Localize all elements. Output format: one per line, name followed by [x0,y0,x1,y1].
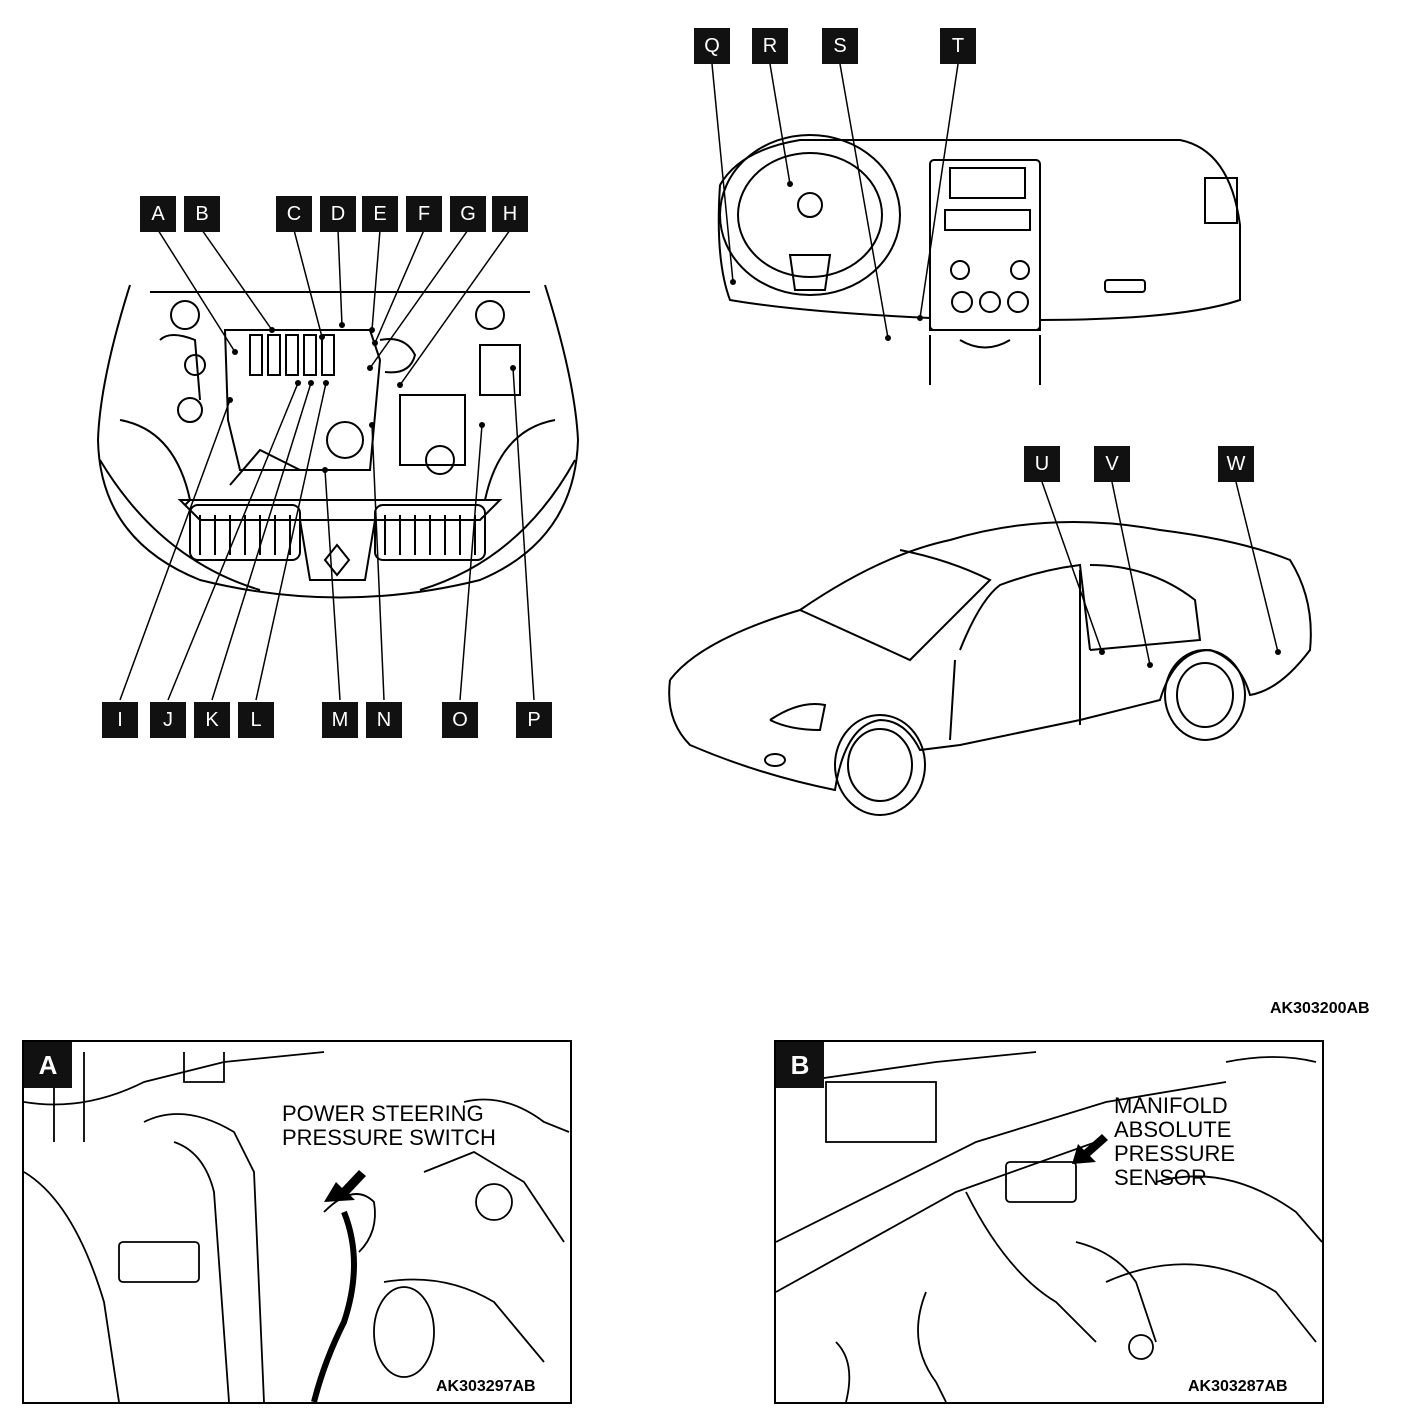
callout-h: H [492,196,528,232]
callout-i: I [102,702,138,738]
callout-o: O [442,702,478,738]
panel-b-arrow-icon [1072,1134,1108,1164]
panel-b-photo-art [776,1051,1322,1402]
callout-s: S [822,28,858,64]
detail-panel-a: A POWER STEERING PRESSURE SWITCH AK30329… [22,1040,572,1404]
panel-a-photo-art [24,1051,570,1402]
panel-b-label-line3: PRESSURE [1114,1141,1236,1166]
callout-m: M [322,702,358,738]
callout-e: E [362,196,398,232]
callout-c: C [276,196,312,232]
callout-p: P [516,702,552,738]
callout-r: R [752,28,788,64]
dashboard-drawing [717,134,1241,385]
figure-code-main: AK303200AB [1270,1000,1370,1017]
callout-f: F [406,196,442,232]
panel-a-label-line1: POWER STEERING [282,1101,484,1126]
panel-b-badge: B [776,1042,824,1088]
leader-dots [227,181,1281,668]
engine-bay-drawing [96,284,580,599]
callout-w: W [1218,446,1254,482]
callout-l: L [238,702,274,738]
panel-a-code: AK303297AB [436,1378,536,1395]
callout-b: B [184,196,220,232]
callout-d: D [320,196,356,232]
callout-q: Q [694,28,730,64]
leader-lines [119,63,1279,701]
callout-v: V [1094,446,1130,482]
panel-b-label-line4: SENSOR [1114,1165,1207,1190]
callout-n: N [366,702,402,738]
callout-t: T [940,28,976,64]
car-drawing [668,521,1312,816]
callout-k: K [194,702,230,738]
panel-a-badge: A [24,1042,72,1088]
callout-g: G [450,196,486,232]
panel-b-code: AK303287AB [1188,1378,1288,1395]
callout-u: U [1024,446,1060,482]
callout-a: A [140,196,176,232]
panel-b-label-line2: ABSOLUTE [1114,1117,1232,1142]
panel-b-label-line1: MANIFOLD [1114,1093,1228,1118]
detail-panel-b: B MANIFOLD ABSOLUTE PRESSURE SENSOR AK30… [774,1040,1324,1404]
panel-a-label-line2: PRESSURE SWITCH [282,1125,496,1150]
callout-j: J [150,702,186,738]
panel-a-arrow-icon [324,1170,366,1202]
